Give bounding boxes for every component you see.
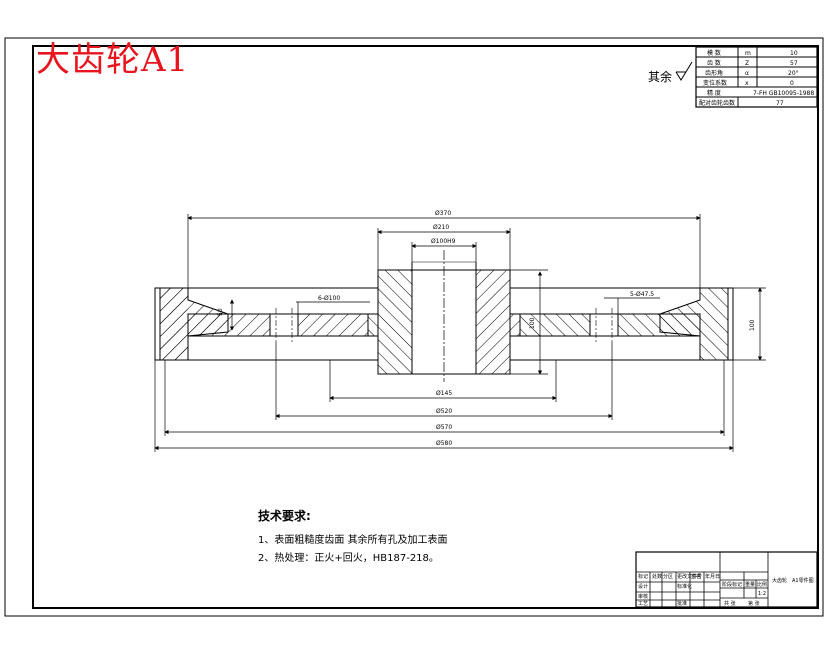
tb-process: 工艺 — [638, 601, 648, 607]
dim-hole-circle: Ø520 — [436, 408, 452, 415]
roughness-symbol-icon — [675, 61, 693, 81]
tb-count: 处数 — [652, 573, 662, 580]
requirement-1: 1、表面粗糙度齿面 其余所有孔及加工表面 — [258, 531, 448, 546]
tb-review: 审核 — [638, 593, 648, 600]
param-val: 57 — [790, 60, 798, 67]
dim-hub-outer: Ø210 — [433, 224, 449, 231]
tb-std: 标准化 — [677, 583, 692, 590]
inner-border — [32, 45, 819, 609]
param-name: 变位系数 — [703, 79, 727, 87]
dim-tip: Ø580 — [436, 440, 452, 447]
tb-mark: 标记 — [638, 573, 648, 580]
dim-chamfer: 5-Ø47.5 — [630, 291, 654, 298]
param-val: 10 — [790, 50, 798, 57]
section-hub — [367, 261, 521, 375]
param-name: 配对齿轮齿数 — [699, 99, 735, 107]
param-val: 77 — [776, 100, 784, 107]
tb-zone: 分区 — [663, 573, 673, 580]
requirements-heading: 技术要求: — [258, 509, 311, 523]
param-name: 齿 数 — [707, 59, 721, 67]
param-table-text: 模 数 m 10 齿 数 Z 57 齿形角 α 20° 变位系数 x 0 精 度… — [699, 49, 814, 107]
tb-sheets: 共 张 — [724, 600, 736, 607]
param-sym: x — [745, 80, 749, 87]
requirement-2: 2、热处理：正火+回火，HB187-218。 — [258, 553, 439, 564]
tb-date: 年月日 — [705, 573, 720, 580]
title-block — [635, 551, 818, 608]
tb-part-code: A1零件图 — [792, 577, 814, 584]
param-name: 齿形角 — [705, 69, 723, 77]
param-sym: α — [745, 70, 749, 77]
dim-holes: 6-Ø100 — [318, 295, 340, 302]
tb-change: 更改文件号 — [677, 573, 702, 580]
surface-note: 其余 — [648, 70, 673, 84]
dim-web: 50 — [217, 308, 224, 316]
param-table — [695, 46, 818, 108]
tb-scale-label: 比例 — [757, 581, 767, 588]
title-block-text: 标记 处数 分区 更改文件号 签名 年月日 设计 标准化 审核 工艺 批准 阶段… — [638, 573, 814, 607]
param-sym: m — [745, 50, 751, 57]
drawing-title: 大齿轮A1 — [36, 40, 190, 80]
param-name: 精 度 — [707, 89, 721, 97]
dim-root: Ø570 — [436, 424, 452, 431]
dim-hub-height: 100 — [529, 317, 536, 329]
requirement-1b: 其余所有孔及加工表面 — [347, 535, 448, 546]
tb-stage: 阶段标记 — [722, 581, 742, 588]
param-val: 20° — [788, 70, 799, 77]
dim-face-width: 100 — [749, 319, 756, 331]
tb-approve: 批准 — [677, 600, 687, 607]
tb-part-name: 大齿轮 — [772, 577, 787, 584]
dim-outer-rim: Ø370 — [435, 210, 451, 217]
dim-bore: Ø100H9 — [431, 238, 456, 245]
tb-scale: 1:2 — [758, 591, 766, 597]
dimension-labels: Ø370 Ø210 Ø100H9 6-Ø100 5-Ø47.5 50 100 1… — [217, 210, 756, 447]
requirement-1a: 1、表面粗糙度齿面 — [258, 535, 345, 546]
outer-border — [4, 37, 824, 617]
dim-hub-min: Ø145 — [436, 390, 452, 397]
section-left-web — [187, 308, 379, 342]
param-name: 模 数 — [707, 49, 721, 57]
tb-weight: 重量 — [745, 581, 755, 588]
dimension-lines — [154, 214, 766, 452]
tb-sheet-no: 第 张 — [748, 600, 760, 607]
param-sym: Z — [745, 60, 749, 67]
tb-sign: 签名 — [691, 573, 701, 580]
param-val: 0 — [790, 80, 794, 87]
param-val: 7-FH GB10095-1988 — [753, 90, 814, 97]
tb-design: 设计 — [638, 583, 648, 590]
